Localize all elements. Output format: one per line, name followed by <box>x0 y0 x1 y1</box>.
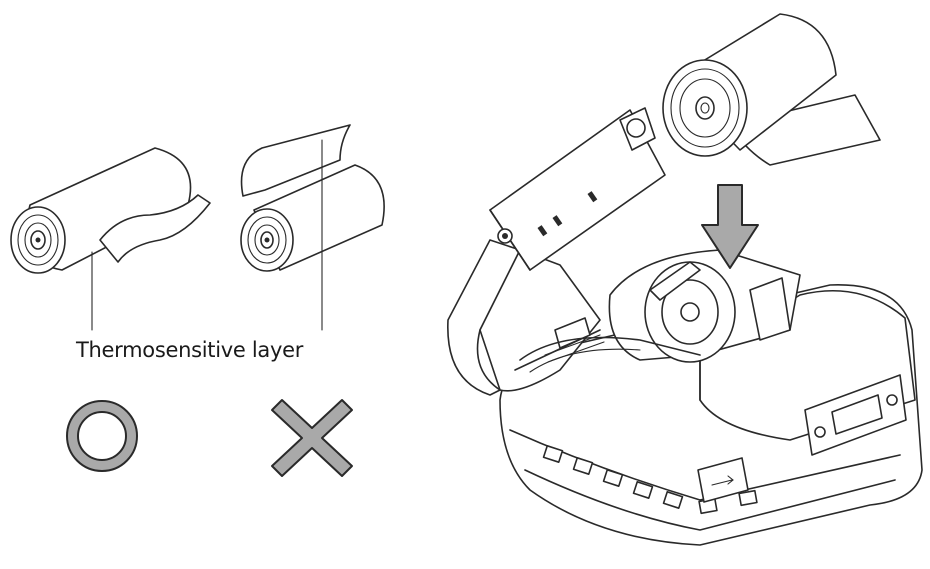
lcd-screen <box>831 394 883 435</box>
control-panel <box>804 374 907 456</box>
circle-correct-icon <box>66 400 138 472</box>
thermosensitive-layer-label: Thermosensitive layer <box>76 338 304 362</box>
arrow-down-icon <box>701 184 759 269</box>
side-button-icon <box>697 457 749 503</box>
cross-incorrect-icon <box>271 399 353 477</box>
roll-holder <box>644 261 791 363</box>
print-head <box>489 107 666 271</box>
printer-illustration <box>447 107 923 546</box>
panel-button-icon <box>814 426 826 438</box>
new-paper-roll <box>662 13 881 166</box>
paper-roll-correct <box>10 147 211 331</box>
panel-button-icon <box>886 394 898 406</box>
paper-roll-incorrect <box>240 124 385 331</box>
